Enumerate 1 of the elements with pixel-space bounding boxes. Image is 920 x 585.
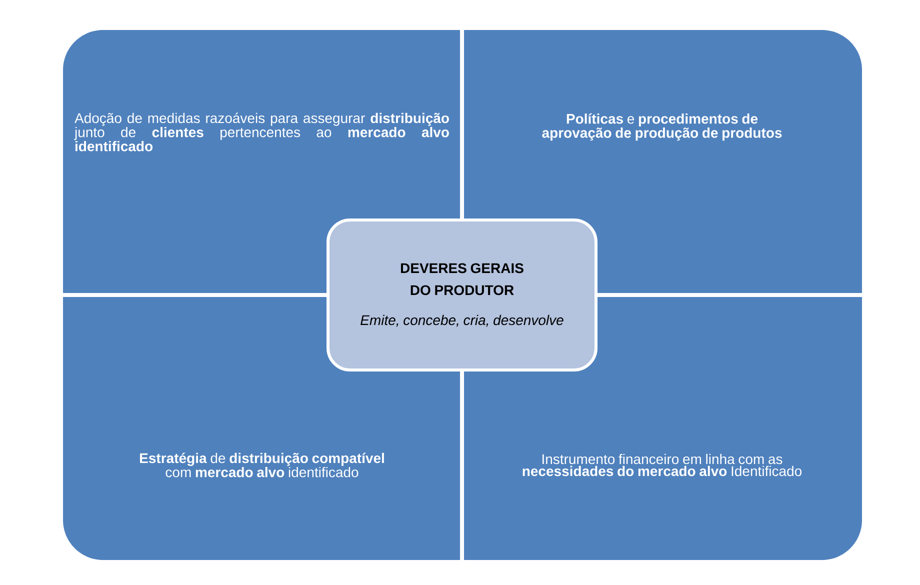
center-box: DEVERES GERAIS DO PRODUTOR Emite, concebe, cria, desenvolve	[326, 218, 598, 372]
